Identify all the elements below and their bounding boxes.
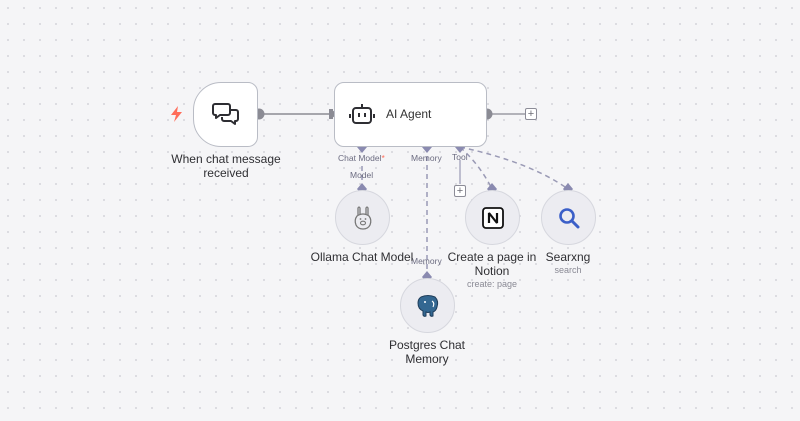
trigger-node[interactable]: [193, 82, 258, 147]
notion-node-subtitle: create: page: [466, 279, 518, 289]
postgres-memory-port-label: Memory: [411, 256, 442, 266]
chat-bubbles-icon: [211, 102, 239, 125]
postgres-elephant-icon: [416, 294, 438, 317]
notion-icon: [481, 206, 504, 229]
lightning-bolt-icon: [171, 106, 182, 122]
ollama-chat-model-node[interactable]: [335, 190, 390, 245]
model-port-label: Model: [350, 170, 374, 180]
notion-node-title: Create a page in Notion: [447, 250, 537, 278]
required-mark: *: [381, 153, 385, 163]
llama-icon: [354, 205, 371, 230]
searxng-connection[interactable]: [459, 146, 569, 190]
tool-port-label: Tool: [452, 152, 468, 162]
postgres-chat-memory-node[interactable]: [400, 278, 455, 333]
searxng-node-title: Searxng: [545, 250, 591, 264]
ollama-node-title: Ollama Chat Model: [310, 250, 414, 264]
postgres-node-title: Postgres Chat Memory: [388, 338, 466, 366]
notion-node[interactable]: [465, 190, 520, 245]
searxng-node-subtitle: search: [554, 265, 582, 275]
chat-model-port-label: Chat Model*: [338, 153, 385, 163]
magnifier-icon: [558, 207, 579, 228]
memory-port-label: Memory: [411, 153, 442, 163]
ai-agent-title: AI Agent: [386, 107, 432, 121]
trigger-node-title: When chat message received: [171, 152, 281, 180]
notion-connection[interactable]: [459, 146, 493, 190]
ai-agent-node[interactable]: AI Agent: [334, 82, 487, 147]
robot-icon: [349, 104, 375, 124]
add-tool-button[interactable]: +: [454, 185, 466, 197]
add-node-button[interactable]: +: [525, 108, 537, 120]
agent-input-port[interactable]: [329, 109, 333, 119]
searxng-node[interactable]: [541, 190, 596, 245]
chat-model-label-text: Chat Model: [338, 153, 382, 163]
